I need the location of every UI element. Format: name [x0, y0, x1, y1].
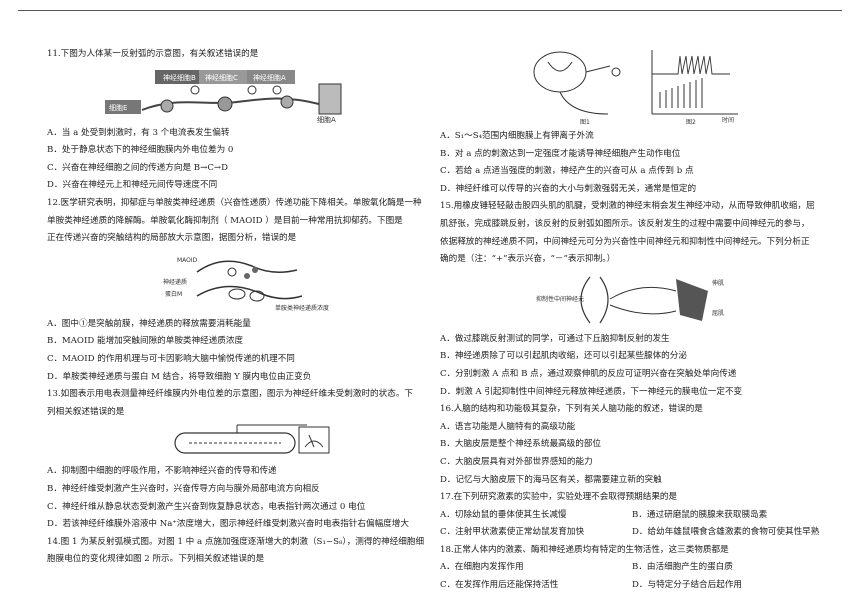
q18-stem: 18.正常人体内的激素、酶和神经递质均有特定的生物活性，这三类物质都是 [440, 544, 729, 555]
q13-option-a: A．抑制图中细胞的呼吸作用，不影响神经兴奋的传导和传递 [47, 466, 277, 477]
q12-label-concentration: 单胺类神经递质浓度 [275, 304, 329, 312]
q13-stem-line-2: 列相关叙述错误的是 [47, 406, 125, 417]
q16-option-a: A．语言功能是人脑特有的高级功能 [440, 421, 576, 432]
q15-option-c: C．分别刺激 A 点和 B 点，通过观察伸肌的反应可证明兴奋在突触处单向传递 [440, 368, 737, 379]
q12-label-transmitter: 神经递质 [163, 278, 187, 286]
q17-option-a: A．切除幼鼠的垂体使其生长减慢 [440, 509, 567, 520]
q13-option-d: D．若该神经纤维膜外溶液中 Na⁺浓度增大，图示神经纤维受刺激兴奋时电表指针右偏… [47, 519, 409, 530]
header-rule [18, 10, 842, 11]
q14-option-b: B．对 a 点的刺激达到一定强度才能诱导神经细胞产生动作电位 [440, 148, 681, 159]
q13-voltmeter-figure [47, 423, 429, 461]
q17-option-d: D．给幼年雄鼠喂食含雄激素的食物可使其性早熟 [632, 527, 820, 538]
q15-stem-line-4: 确的是（注：“+”表示兴奋，“－”表示抑制。） [440, 254, 616, 265]
q14-stem-line-1: 14.图 1 为某反射弧模式图。对图 1 中 a 点施加强度逐渐增大的刺激（S₁… [47, 536, 425, 547]
q14-option-a: A．S₁～S₄范围内细胞膜上有钾离子外流 [440, 131, 594, 141]
q12-stem-line-3: 正在传递兴奋的突触结构的局部放大示意图，据图分析，错误的是 [47, 233, 297, 244]
q13-stem-line-1: 13.如图表示用电表测量神经纤维膜内外电位差的示意图，图示为神经纤维未受刺激时的… [47, 389, 414, 400]
q17-option-c: C．注射甲状激素使正常幼鼠发育加快 [440, 527, 585, 538]
q18-option-a: A．在细胞内发挥作用 [440, 562, 524, 573]
q14-label-fig2: 图2 [686, 119, 696, 126]
q14-option-c: C．若给 a 点适当强度的刺激，神经产生的兴奋可从 a 点传到 b 点 [440, 166, 694, 177]
q13-option-c: C．神经纤维从静息状态受刺激产生兴奋到恢复静息状态，电表指针两次通过 0 电位 [47, 501, 366, 512]
q17-option-b: B．通过研磨鼠的胰腺来获取胰岛素 [632, 509, 768, 520]
right-column: 图1 图2 时间 A．S₁～S₄范围内细胞膜上有钾离子外流 B．对 a 点的刺激… [440, 42, 820, 595]
q15-stem-line-2: 肌舒张，完成膝跳反射，该反射的反射弧如图所示。该反射发生的过程中需要中间神经元的… [440, 218, 810, 229]
q11-option-a: A．当 a 处受到刺激时，有 3 个电流表发生偏转 [47, 127, 230, 138]
left-column: 11.下图为人体某一反射弧的示意图，有关叙述错误的是 神经细胞B 神经细胞C 神… [47, 46, 429, 569]
q15-stem-line-1: 15.用橡皮锤轻轻敲击股四头肌的肌腱，受刺激的神经末梢会发生神经冲动，从而导致伸… [440, 201, 815, 212]
q12-stem-line-2: 单胺类神经递质的降解酶。单胺氧化酶抑制剂（ MAOID ）是目前一种常用抗抑郁药… [47, 215, 403, 226]
q15-option-d: D．刺激 A 引起抑制性中间神经元释放神经递质，下一神经元的膜电位一定不变 [440, 386, 743, 397]
q15-knee-jerk-figure: 抑制性中间神经元 伸肌 屈肌 [440, 271, 820, 329]
q14-stem-line-2: 胞膜电位的变化规律如图 2 所示。下列相关叙述错误的是 [47, 554, 265, 565]
q12-option-a: A．图中①是突触前膜，神经递质的释放需要消耗能量 [47, 318, 251, 329]
q14-label-fig1: 图1 [580, 119, 590, 126]
q11-option-c: C．兴奋在神经细胞之间的传递方向是 B→C→D [47, 162, 228, 173]
q12-option-d: D．单胺类神经递质与蛋白 M 结合，将导致细胞 Y 膜内电位由正变负 [47, 371, 312, 382]
q18-option-c: C．在发挥作用后还能保持活性 [440, 580, 559, 591]
q11-reflex-arc-figure: 神经细胞B 神经细胞C 神经细胞A 细胞E 细胞A [47, 66, 429, 124]
q11-label-neuron-a: 神经细胞A [253, 73, 286, 82]
q18-options-row-2: C．在发挥作用后还能保持活性 D．与特定分子结合后起作用 [440, 577, 820, 595]
q15-label-flexor: 屈肌 [712, 310, 724, 317]
q15-stem-line-3: 依据释放的神经递质不同，中间神经元可分为兴奋性中间神经元和抑制性中间神经元。下列… [440, 236, 810, 247]
q15-option-b: B．神经递质除了可以引起肌肉收缩，还可以引起某些腺体的分泌 [440, 351, 687, 362]
q12-option-c: C．MAOID 的作用机理与可卡因影响大脑中愉悦传递的机理不同 [47, 353, 295, 364]
q17-options-row-1: A．切除幼鼠的垂体使其生长减慢 B．通过研磨鼠的胰腺来获取胰岛素 [440, 507, 820, 525]
q12-synapse-figure: MAOID 神经递质 蛋白M 单胺类神经递质浓度 [47, 250, 429, 314]
q12-label-maoid: MAOID [177, 257, 198, 264]
q15-option-a: A．做过膝跳反射测试的同学，可通过下丘脑抑制反射的发生 [440, 333, 670, 344]
q18-option-d: D．与特定分子结合后起作用 [632, 580, 743, 591]
q16-option-d: D．记忆与大脑皮层下的海马区有关，都需要建立新的突触 [440, 474, 662, 485]
q11-option-d: D．兴奋在神经元上和神经元间传导速度不同 [47, 180, 218, 191]
q11-label-cell-e: 细胞E [109, 103, 127, 112]
q11-label-neuron-c: 神经细胞C [205, 73, 238, 82]
q14-figures: 图1 图2 时间 [440, 44, 820, 126]
q13-option-b: B．神经纤维受刺激产生兴奋时，兴奋传导方向与膜外局部电流方向相反 [47, 483, 320, 494]
q12-option-b: B．MAOID 能增加突触间隙的单胺类神经递质浓度 [47, 336, 244, 347]
q11-label-neuron-b: 神经细胞B [163, 73, 196, 82]
q17-options-row-2: C．注射甲状激素使正常幼鼠发育加快 D．给幼年雄鼠喂食含雄激素的食物可使其性早熟 [440, 524, 820, 542]
q18-options-row-1: A．在细胞内发挥作用 B．由活细胞产生的蛋白质 [440, 559, 820, 577]
q16-stem: 16.人脑的结构和功能极其复杂，下列有关人脑功能的叙述，错误的是 [440, 404, 703, 415]
q14-label-time: 时间 [722, 116, 734, 124]
q16-option-b: B．大脑皮层是整个神经系统最高级的部位 [440, 439, 602, 450]
q11-label-cell-a: 细胞A [317, 115, 336, 123]
q12-label-protein-m: 蛋白M [165, 290, 182, 298]
q11-option-b: B．处于静息状态下的神经细胞膜内外电位差为 0 [47, 145, 234, 156]
q17-stem: 17.在下列研究激素的实验中，实验处理不会取得预期结果的是 [440, 492, 678, 503]
q16-option-c: C．大脑皮层具有对外部世界感知的能力 [440, 456, 593, 467]
q12-stem-line-1: 12.医学研究表明，抑郁症与单胺类神经递质（兴奋性递质）传递功能下降相关。单胺氧… [47, 197, 422, 208]
q15-label-inhibitory: 抑制性中间神经元 [536, 295, 584, 303]
q11-stem: 11.下图为人体某一反射弧的示意图，有关叙述错误的是 [47, 49, 259, 59]
q15-label-extensor: 伸肌 [712, 279, 724, 287]
q14-option-d: D．神经纤维可以传导的兴奋的大小与刺激强弱无关，通常是恒定的 [440, 183, 697, 194]
q18-option-b: B．由活细胞产生的蛋白质 [632, 562, 733, 573]
